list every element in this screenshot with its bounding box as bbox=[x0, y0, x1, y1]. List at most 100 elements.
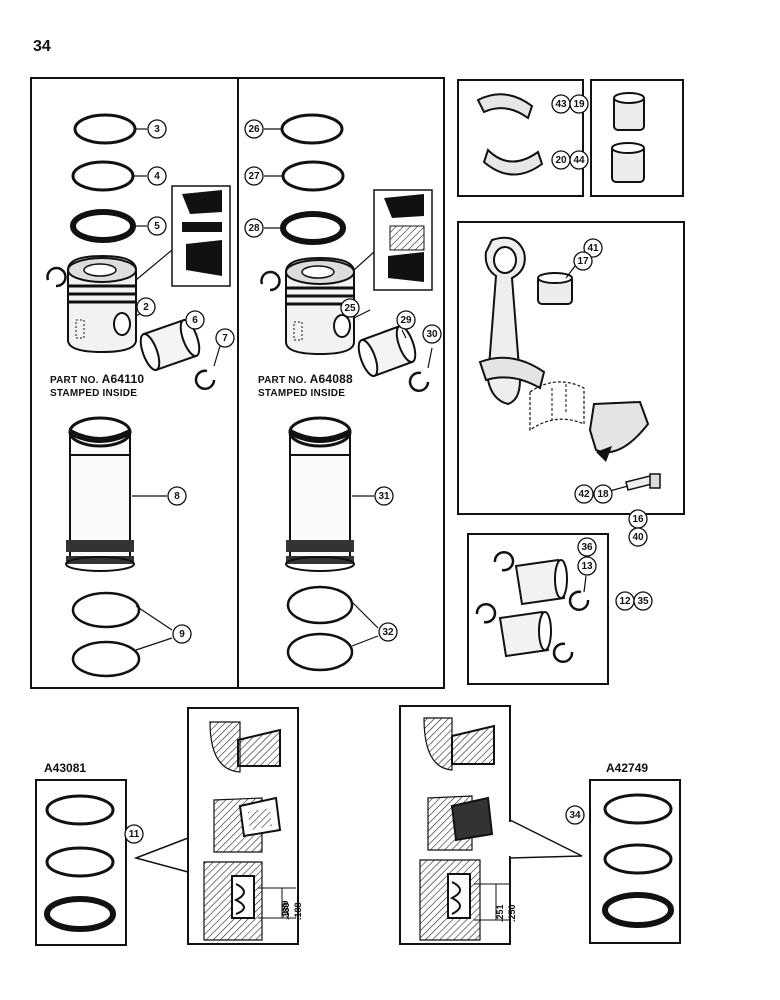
callout-number: 31 bbox=[378, 491, 390, 502]
callout-number: 20 bbox=[555, 155, 567, 166]
left-part-number: A64110 bbox=[101, 372, 145, 386]
callout-number: 7 bbox=[222, 333, 228, 344]
rod-cap-icon bbox=[588, 400, 650, 462]
piston-ring-second-icon bbox=[71, 160, 135, 192]
oil-ring-icon bbox=[280, 211, 346, 245]
callout-11: 11 bbox=[124, 824, 144, 844]
kit-ring-second-icon bbox=[603, 843, 673, 875]
ring-profile-top-icon bbox=[209, 721, 281, 773]
left-part-prefix: PART NO. bbox=[50, 375, 99, 386]
piston-pin-icon bbox=[139, 318, 201, 372]
right-part-prefix: PART NO. bbox=[258, 375, 307, 386]
right-kit-label: A42749 bbox=[606, 761, 649, 775]
callout-number: 9 bbox=[179, 629, 185, 640]
callout-number: 8 bbox=[174, 491, 180, 502]
callout-12: 12 bbox=[615, 591, 635, 611]
piston-icon bbox=[67, 254, 137, 354]
callout-8: 8 bbox=[167, 486, 187, 506]
callout-number: 42 bbox=[578, 489, 590, 500]
dimension-left: .189 bbox=[258, 887, 296, 919]
callout-26: 26 bbox=[244, 119, 264, 139]
bushing-panel bbox=[590, 79, 684, 197]
callout-4: 4 bbox=[147, 166, 167, 186]
callout-number: 44 bbox=[573, 155, 585, 166]
callout-number: 40 bbox=[632, 532, 644, 543]
callout-number: 28 bbox=[248, 223, 260, 234]
ring-kit-left-panel bbox=[35, 779, 127, 946]
connecting-rod-icon bbox=[478, 236, 546, 406]
callout-29: 29 bbox=[396, 310, 416, 330]
bushing-upper-icon bbox=[613, 92, 645, 131]
ring-profile-middle-icon bbox=[427, 795, 494, 851]
piston-pin-kit-panel bbox=[467, 533, 609, 685]
seal-ring-top-icon bbox=[286, 585, 354, 625]
rod-bearing-icon bbox=[529, 381, 585, 432]
cylinder-liner-icon bbox=[285, 416, 355, 572]
callout-30: 30 bbox=[422, 324, 442, 344]
oil-ring-icon bbox=[70, 209, 136, 243]
callout-9: 9 bbox=[172, 624, 192, 644]
callout-number: 30 bbox=[426, 329, 438, 340]
callout-number: 16 bbox=[632, 514, 644, 525]
rod-bushing-icon bbox=[537, 272, 573, 305]
right-part-note: STAMPED INSIDE bbox=[258, 388, 346, 399]
callout-number: 2 bbox=[143, 302, 149, 313]
callout-number: 11 bbox=[129, 829, 140, 840]
kit-ring-top-icon bbox=[45, 794, 115, 826]
ring-profile-oil-icon bbox=[419, 859, 481, 941]
callout-44: 44 bbox=[569, 150, 589, 170]
callout-number: 25 bbox=[344, 303, 356, 314]
callout-36: 36 bbox=[577, 537, 597, 557]
snap-ring-icon bbox=[493, 550, 515, 572]
ring-profile-left-panel bbox=[187, 707, 299, 945]
callout-number: 4 bbox=[154, 171, 160, 182]
callout-27: 27 bbox=[244, 166, 264, 186]
kit-oil-ring-icon bbox=[602, 892, 674, 928]
ring-profile-top-icon bbox=[423, 717, 495, 771]
callout-35: 35 bbox=[633, 591, 653, 611]
piston-icon bbox=[285, 256, 355, 356]
kit-oil-ring-icon bbox=[44, 896, 116, 932]
callout-number: 29 bbox=[400, 315, 412, 326]
callout-number: 35 bbox=[637, 596, 649, 607]
snap-ring-icon bbox=[475, 602, 497, 624]
callout-number: 26 bbox=[248, 124, 260, 135]
kit-ring-top-icon bbox=[603, 793, 673, 825]
callout-19: 19 bbox=[569, 94, 589, 114]
callout-number: 36 bbox=[581, 542, 593, 553]
callout-number: 5 bbox=[154, 221, 160, 232]
pin-retainer-icon bbox=[194, 369, 216, 390]
snap-ring-icon bbox=[552, 642, 574, 664]
callout-number: 34 bbox=[569, 810, 581, 821]
bearing-shell-lower-icon bbox=[482, 148, 544, 176]
callout-number: 27 bbox=[248, 171, 260, 182]
callout-25: 25 bbox=[340, 298, 360, 318]
snap-ring-icon bbox=[260, 270, 281, 292]
dimension-left-a: .189 bbox=[280, 900, 290, 918]
page-number: 34 bbox=[33, 38, 51, 55]
callout-number: 32 bbox=[382, 627, 394, 638]
bearing-shell-upper-icon bbox=[476, 93, 534, 120]
callout-40: 40 bbox=[628, 527, 648, 547]
callout-18: 18 bbox=[593, 484, 613, 504]
callout-32: 32 bbox=[378, 622, 398, 642]
callout-number: 41 bbox=[587, 243, 599, 254]
piston-pin-icon bbox=[498, 610, 552, 658]
ring-profile-oil-icon bbox=[203, 861, 263, 941]
callout-number: 18 bbox=[597, 489, 609, 500]
callout-number: 19 bbox=[573, 99, 585, 110]
callout-34: 34 bbox=[565, 805, 585, 825]
snap-ring-icon bbox=[568, 590, 590, 612]
callout-7: 7 bbox=[215, 328, 235, 348]
ring-kit-right-panel bbox=[589, 779, 681, 944]
seal-ring-bottom-icon bbox=[286, 632, 354, 672]
right-part-label: PART NO. A64088 STAMPED INSIDE bbox=[258, 373, 353, 400]
callout-2: 2 bbox=[136, 297, 156, 317]
callout-number: 13 bbox=[581, 561, 593, 572]
seal-ring-top-icon bbox=[71, 591, 141, 629]
connecting-rod-panel bbox=[457, 221, 685, 515]
rod-bolt-icon bbox=[625, 473, 661, 491]
callout-5: 5 bbox=[147, 216, 167, 236]
piston-ring-top-icon bbox=[280, 113, 344, 145]
